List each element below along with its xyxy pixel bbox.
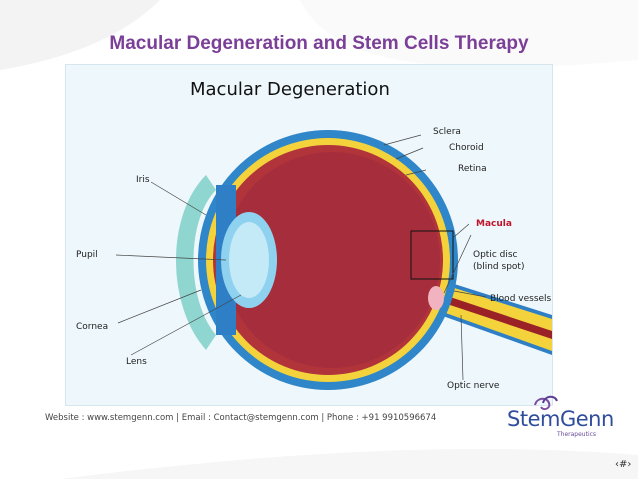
diagram-heading: Macular Degeneration (190, 79, 390, 100)
optic-disc-shape (428, 286, 444, 310)
label-macula: Macula (476, 219, 512, 229)
label-optic-disc-line2: (blind spot) (473, 262, 524, 272)
slide-number: ‹#› (615, 459, 632, 470)
footer-contact: Website : www.stemgenn.com | Email : Con… (45, 413, 437, 423)
logo-wordmark: StemGenn (507, 407, 614, 431)
label-optic-disc-line1: Optic disc (473, 250, 518, 260)
label-choroid: Choroid (449, 143, 484, 153)
leader-lines (115, 134, 487, 381)
label-lens: Lens (126, 357, 147, 367)
label-iris: Iris (136, 175, 150, 185)
eyeball (198, 130, 458, 390)
logo-subtitle: Therapeutics (557, 431, 597, 438)
stemgenn-logo-icon (534, 395, 558, 411)
eye-anatomy-illustration: Macular Degeneration (76, 79, 552, 391)
eye-diagram: Macular Degeneration (65, 64, 553, 406)
label-blood-vessels: Blood vessels (490, 294, 552, 304)
label-cornea: Cornea (76, 322, 108, 332)
label-sclera: Sclera (433, 127, 461, 137)
cornea-shape (176, 175, 216, 350)
slide-title: Macular Degeneration and Stem Cells Ther… (109, 33, 529, 54)
label-retina: Retina (458, 164, 487, 174)
label-pupil: Pupil (76, 250, 98, 260)
label-optic-nerve: Optic nerve (447, 381, 500, 391)
vitreous-body (224, 152, 440, 368)
macula-marker (410, 230, 454, 280)
optic-nerve-shape (426, 275, 552, 355)
